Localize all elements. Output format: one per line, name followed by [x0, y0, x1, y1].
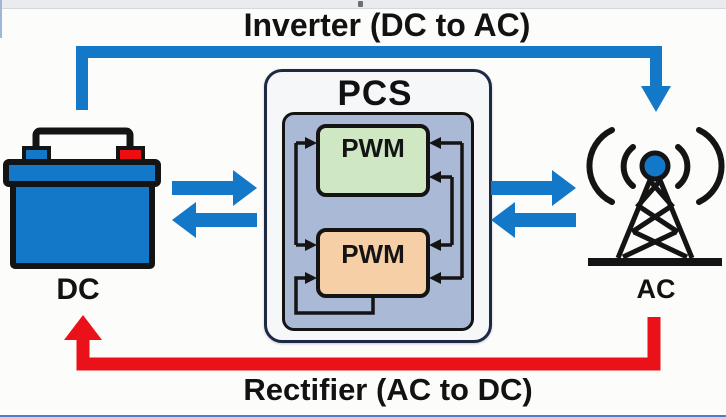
- bottom-edge-line: [0, 415, 726, 417]
- pcs-title: PCS: [337, 74, 413, 113]
- inverter-label: Inverter (DC to AC): [243, 7, 531, 43]
- tower-base: [588, 258, 722, 266]
- battery-pcs-exchange: [172, 170, 257, 238]
- top-strip: [0, 0, 726, 9]
- pwm-block-bottom: PWM: [316, 228, 430, 298]
- pwm-block-top: PWM: [316, 124, 430, 197]
- arrow-left-icon: [172, 202, 257, 238]
- cursor-artifact: [358, 1, 363, 7]
- tower-ac-label: AC: [636, 274, 676, 304]
- tower-antenna-dot: [639, 150, 671, 182]
- arrow-left-icon: [491, 202, 576, 238]
- arrow-up-icon: [64, 315, 102, 340]
- rectifier-label: Rectifier (AC to DC): [243, 372, 533, 407]
- left-edge-line: [0, 0, 2, 38]
- arrow-right-icon: [172, 170, 257, 206]
- rectifier-path: [64, 315, 661, 371]
- inverter-path: [76, 46, 671, 112]
- pwm-connectors: [294, 137, 464, 315]
- arrow-right-icon: [491, 170, 576, 206]
- radio-tower-icon: [586, 127, 725, 266]
- pcs-tower-exchange: [491, 170, 576, 238]
- battery-dc-label: DC: [56, 273, 100, 306]
- arrow-down-icon: [641, 86, 671, 112]
- battery-icon: [3, 127, 161, 269]
